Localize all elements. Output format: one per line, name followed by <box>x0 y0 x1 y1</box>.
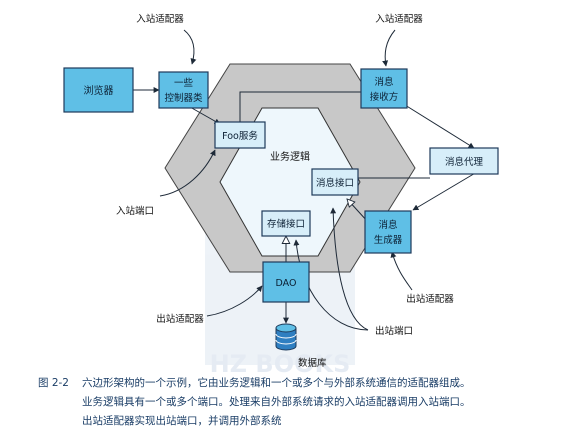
message-producer-label-line1: 消息 <box>378 219 397 231</box>
inbound-adapter-label-top-left: 入站适配器 <box>136 13 184 25</box>
figure-number: 图 2-2 <box>38 377 69 389</box>
storage-interface-port-box: 存储接口 <box>261 210 311 237</box>
message-broker-label: 消息代理 <box>445 156 484 168</box>
message-interface-label: 消息接口 <box>316 177 354 189</box>
business-logic-label: 业务逻辑 <box>270 150 310 163</box>
foo-service-port-box: Foo服务 <box>214 121 266 149</box>
caption-line-2: 业务逻辑具有一个或多个端口。处理来自外部系统请求的入站适配器调用入站端口。 <box>82 396 471 408</box>
database-label: 数据库 <box>298 357 327 369</box>
database-icon <box>275 323 297 351</box>
message-producer-adapter-box: 消息 生成器 <box>364 210 412 254</box>
inbound-adapter-label-top-right: 入站适配器 <box>375 13 423 25</box>
message-receiver-label-line2: 接收方 <box>370 91 399 103</box>
controllers-label-line2: 控制器类 <box>164 92 203 104</box>
foo-service-label: Foo服务 <box>222 130 258 142</box>
controllers-label-line1: 一些 <box>174 77 194 89</box>
storage-interface-label: 存储接口 <box>267 218 305 230</box>
watermark-text: HZ BOOKS <box>210 350 351 378</box>
browser-label: 浏览器 <box>84 84 114 97</box>
caption-line-3: 出站适配器实现出站端口，并调用外部系统 <box>82 415 282 427</box>
browser-box: 浏览器 <box>63 67 134 113</box>
dao-label: DAO <box>276 278 297 289</box>
figure-caption: 图 2-2 六边形架构的一个示例，它由业务逻辑和一个或多个与外部系统通信的适配器组… <box>38 374 558 431</box>
controllers-adapter-box: 一些 控制器类 <box>158 71 209 109</box>
outbound-port-label: 出站端口 <box>375 325 413 337</box>
message-producer-label-line2: 生成器 <box>374 234 403 246</box>
message-broker-box: 消息代理 <box>429 147 499 175</box>
outbound-adapter-label-right: 出站适配器 <box>406 293 454 305</box>
outbound-adapter-label-left: 出站适配器 <box>156 313 204 325</box>
caption-line-1: 六边形架构的一个示例，它由业务逻辑和一个或多个与外部系统通信的适配器组成。 <box>82 377 471 389</box>
message-receiver-label-line1: 消息 <box>374 76 393 88</box>
inbound-port-label: 入站端口 <box>116 205 154 217</box>
message-receiver-adapter-box: 消息 接收方 <box>360 68 408 109</box>
dao-adapter-box: DAO <box>262 261 310 303</box>
message-interface-port-box: 消息接口 <box>311 168 359 196</box>
